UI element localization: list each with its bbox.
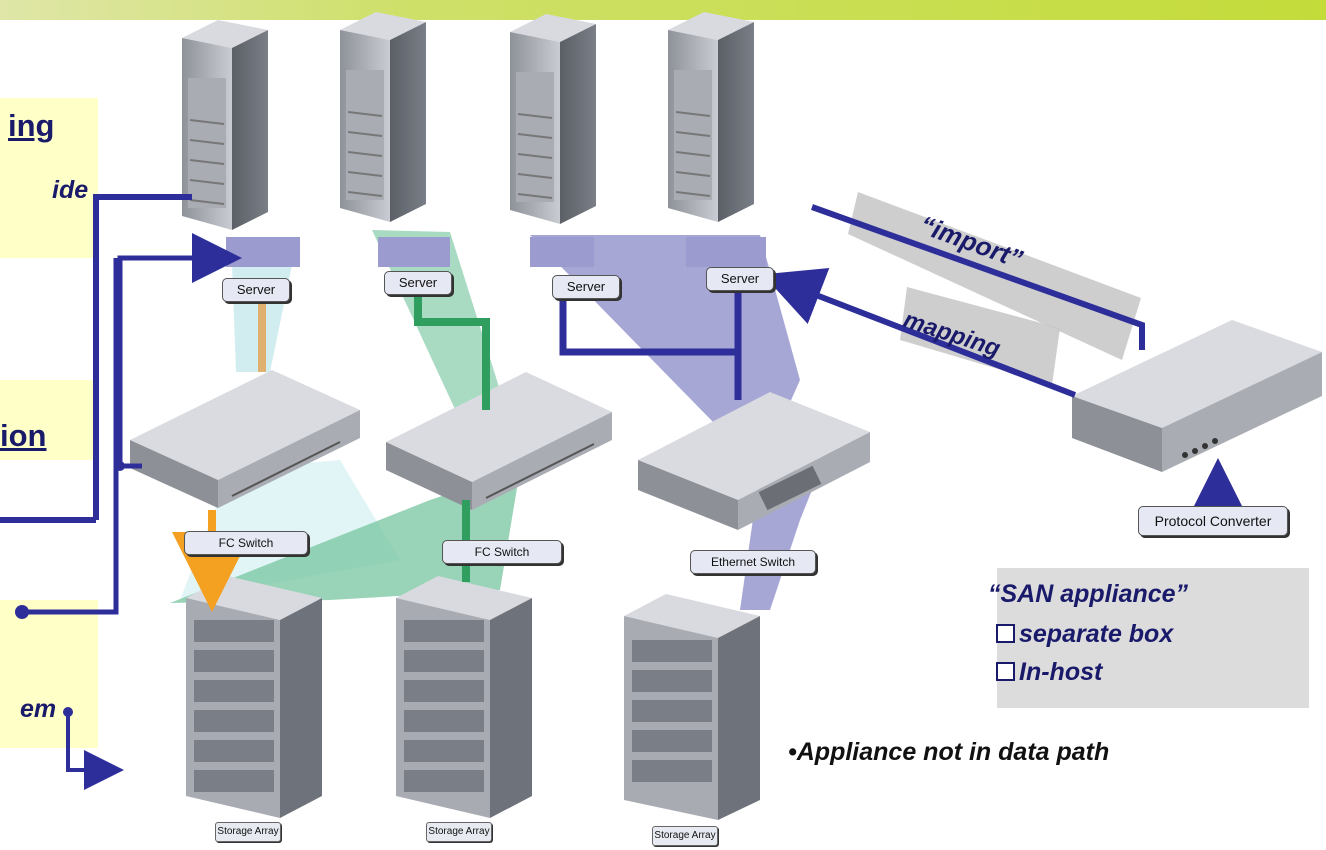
server-4-label: Server [706,267,774,291]
panel-heading-fragment-2: ion [0,418,47,453]
server-1-label: Server [222,278,290,302]
mgmt-link-1 [93,194,192,520]
mapping-arrow [762,267,1077,398]
storage-array-2-icon [396,576,532,818]
san-appliance-box [997,568,1309,708]
storage-array-2-label: Storage Array [426,822,492,842]
server-1-icon [182,20,300,267]
ethernet-switch-icon [638,392,870,530]
protocol-converter-icon [1072,320,1322,472]
san-option-separate-box: separate box [996,620,1173,649]
storage-array-3-icon [624,594,760,820]
fc-switch-2-label: FC Switch [442,540,562,564]
fc-switch-1-icon [130,370,360,508]
checkbox-icon [996,624,1015,643]
san-option-in-host: In-host [996,658,1102,687]
server-2-icon [340,12,450,267]
fc-switch-2-icon [386,372,612,510]
panel-heading-fragment-1: ing [8,108,55,143]
mgmt-link-3 [117,233,242,466]
import-line [810,204,1145,350]
protocol-converter-label: Protocol Converter [1138,506,1288,536]
left-panel-middle [0,380,98,460]
mgmt-link-6 [66,712,124,790]
server-3-icon [510,14,596,267]
green-path [414,292,490,410]
fc-switch-1-label: FC Switch [184,531,308,555]
server-4-icon [668,12,766,267]
import-ribbon [848,192,1141,360]
san-appliance-title: “SAN appliance” [988,580,1189,608]
panel-text-fragment-1: ide [52,176,89,204]
server-2-label: Server [384,271,452,295]
storage-array-1-label: Storage Array [215,822,281,842]
left-panel-top [0,98,98,258]
fc-zone-green-lower [170,470,520,603]
top-accent-bar [0,0,1326,20]
panel-text-fragment-2: em [20,695,57,723]
checkbox-icon [996,662,1015,681]
storage-array-1-icon [186,576,322,818]
bullet-appliance-not-in-data-path: •Appliance not in data path [788,738,1110,766]
left-panel-bottom [0,600,98,748]
blue-path-server3 [559,292,738,356]
ethernet-switch-label: Ethernet Switch [690,550,816,574]
storage-array-3-label: Storage Array [652,826,718,846]
server-3-label: Server [552,275,620,299]
mgmt-link-5 [22,258,119,615]
mapping-ribbon [900,287,1060,385]
